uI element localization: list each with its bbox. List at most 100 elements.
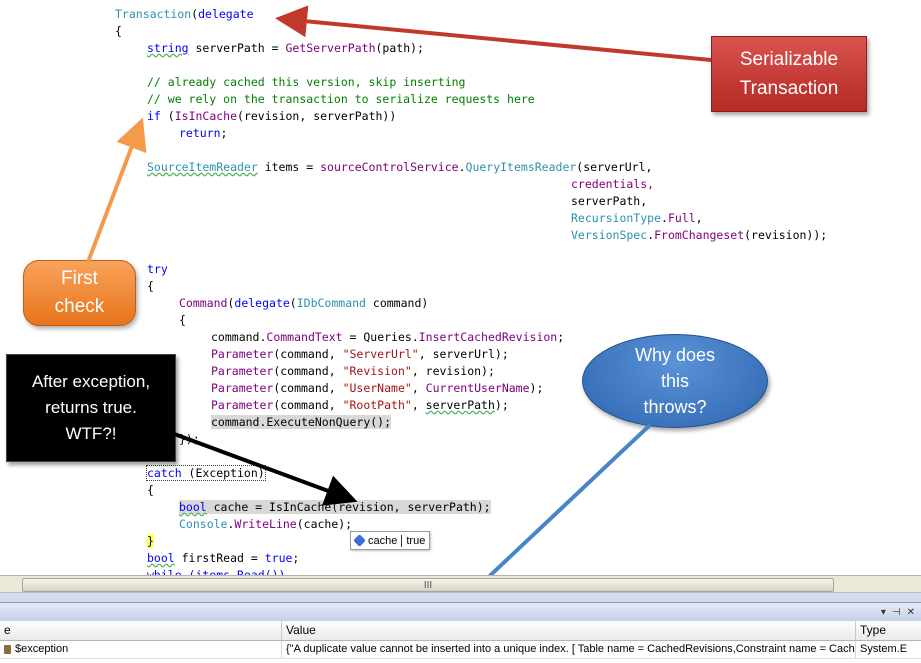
code-token: "Revision" xyxy=(342,364,412,378)
code-token: command) xyxy=(365,296,429,310)
exception-icon xyxy=(4,644,11,654)
datatip-value[interactable]: true xyxy=(406,534,426,547)
code-line: Console.WriteLine(cache); xyxy=(179,516,352,533)
code-token: command xyxy=(211,330,260,344)
code-token: ; xyxy=(292,551,300,565)
code-token: bool xyxy=(179,500,207,514)
code-token: QueryItemsReader xyxy=(465,160,577,174)
datatip[interactable]: cache true xyxy=(350,531,431,550)
code-token: ; xyxy=(557,330,565,344)
code-token: . xyxy=(647,228,655,242)
locals-panel-header: ▾ ⊣ ✕ xyxy=(0,602,921,622)
code-line: return; xyxy=(179,125,227,142)
code-line: Command(delegate(IDbCommand command) xyxy=(179,295,428,312)
dropdown-icon[interactable]: ▾ xyxy=(880,606,886,618)
pin-icon[interactable]: ⊣ xyxy=(891,606,901,618)
code-token: , serverUrl); xyxy=(418,347,509,361)
code-token: Parameter xyxy=(211,364,274,378)
code-token: . xyxy=(259,330,267,344)
code-token: (command, xyxy=(273,398,343,412)
splitter[interactable] xyxy=(0,592,921,603)
code-line: credentials, xyxy=(571,177,655,191)
code-token: ; xyxy=(220,126,228,140)
code-highlight: command.ExecuteNonQuery(); xyxy=(211,415,392,429)
code-line: command.ExecuteNonQuery(); xyxy=(211,414,392,431)
scrollbar-grip-icon: III xyxy=(423,579,433,591)
code-comment: // we rely on the transaction to seriali… xyxy=(147,92,535,106)
code-token: (command, xyxy=(273,381,343,395)
code-token: FromChangeset xyxy=(654,228,745,242)
code-line: { xyxy=(115,23,122,40)
column-value[interactable]: Value xyxy=(282,621,856,640)
code-line: while (items.Read()) xyxy=(147,568,286,575)
code-token: true xyxy=(264,551,293,565)
code-token: delegate xyxy=(198,7,254,21)
code-token: GetServerPath xyxy=(285,41,376,55)
horizontal-scrollbar[interactable]: III xyxy=(0,575,921,593)
table-row[interactable]: $exception {"A duplicate value cannot be… xyxy=(0,641,921,659)
code-token: . xyxy=(227,517,235,531)
code-token: Parameter xyxy=(211,381,274,395)
exception-value[interactable]: {"A duplicate value cannot be inserted i… xyxy=(282,641,856,658)
code-line: Parameter(command, "ServerUrl", serverUr… xyxy=(211,346,509,363)
after-exception-callout: After exception, returns true. WTF?! xyxy=(6,354,176,462)
code-token: (revision, serverPath)) xyxy=(237,109,397,123)
exception-type: System.E xyxy=(860,643,908,655)
code-token: return xyxy=(179,126,221,140)
code-token: Parameter xyxy=(211,347,274,361)
code-token: RecursionType xyxy=(571,211,662,225)
code-token: catch xyxy=(147,466,182,480)
code-token: firstRead = xyxy=(174,551,265,565)
code-token: "UserName" xyxy=(342,381,412,395)
code-token: InsertCachedRevision xyxy=(418,330,558,344)
close-icon[interactable]: ✕ xyxy=(906,606,915,618)
code-token: (revision)); xyxy=(744,228,828,242)
code-token: IsInCache xyxy=(174,109,238,123)
code-token: Parameter xyxy=(211,398,274,412)
code-token: cache = IsInCache(revision, serverPath); xyxy=(206,500,491,514)
scrollbar-thumb[interactable]: III xyxy=(22,578,834,592)
code-line: Transaction(delegate xyxy=(115,6,254,23)
code-token: VersionSpec xyxy=(571,228,648,242)
code-line: { xyxy=(147,483,154,497)
code-line: bool firstRead = true; xyxy=(147,550,299,567)
panel-buttons: ▾ ⊣ ✕ xyxy=(881,603,915,621)
code-token: WriteLine xyxy=(234,517,297,531)
code-token: (command, xyxy=(273,364,343,378)
code-token: (command, xyxy=(273,347,343,361)
code-line: SourceItemReader items = sourceControlSe… xyxy=(147,159,652,176)
code-token: Transaction xyxy=(115,7,192,21)
code-token: "ServerUrl" xyxy=(342,347,419,361)
code-token: ( xyxy=(227,296,235,310)
code-line: command.CommandText = Queries.InsertCach… xyxy=(211,329,564,346)
code-token: (cache); xyxy=(296,517,353,531)
code-line: catch (Exception) xyxy=(146,465,266,482)
code-line: VersionSpec.FromChangeset(revision)); xyxy=(571,227,827,244)
datatip-name: cache xyxy=(368,534,398,547)
code-token: , xyxy=(411,398,426,412)
code-token: . xyxy=(661,211,668,225)
code-token: CommandText xyxy=(266,330,343,344)
code-token: Command xyxy=(179,296,228,310)
datatip-separator xyxy=(401,534,403,547)
code-token: if xyxy=(147,109,161,123)
column-name[interactable]: e xyxy=(0,621,282,640)
code-token: ( xyxy=(289,296,297,310)
column-type[interactable]: Type xyxy=(860,623,887,637)
code-token: ); xyxy=(529,381,544,395)
code-line: RecursionType.Full, xyxy=(571,210,703,227)
code-token: Full xyxy=(667,211,696,225)
code-token: = Queries. xyxy=(342,330,419,344)
code-token: items = xyxy=(257,160,321,174)
code-token: string xyxy=(147,41,189,55)
code-token: { xyxy=(115,24,122,38)
code-token: CurrentUserName xyxy=(425,381,530,395)
code-line: Parameter(command, "Revision", revision)… xyxy=(211,363,495,380)
code-token: , revision); xyxy=(411,364,495,378)
code-line: serverPath, xyxy=(571,194,648,208)
code-token: ( xyxy=(160,109,175,123)
code-token: ); xyxy=(494,398,509,412)
code-token: (serverUrl, xyxy=(576,160,653,174)
code-token: } xyxy=(147,534,154,548)
code-line: string serverPath = GetServerPath(path); xyxy=(147,40,424,57)
